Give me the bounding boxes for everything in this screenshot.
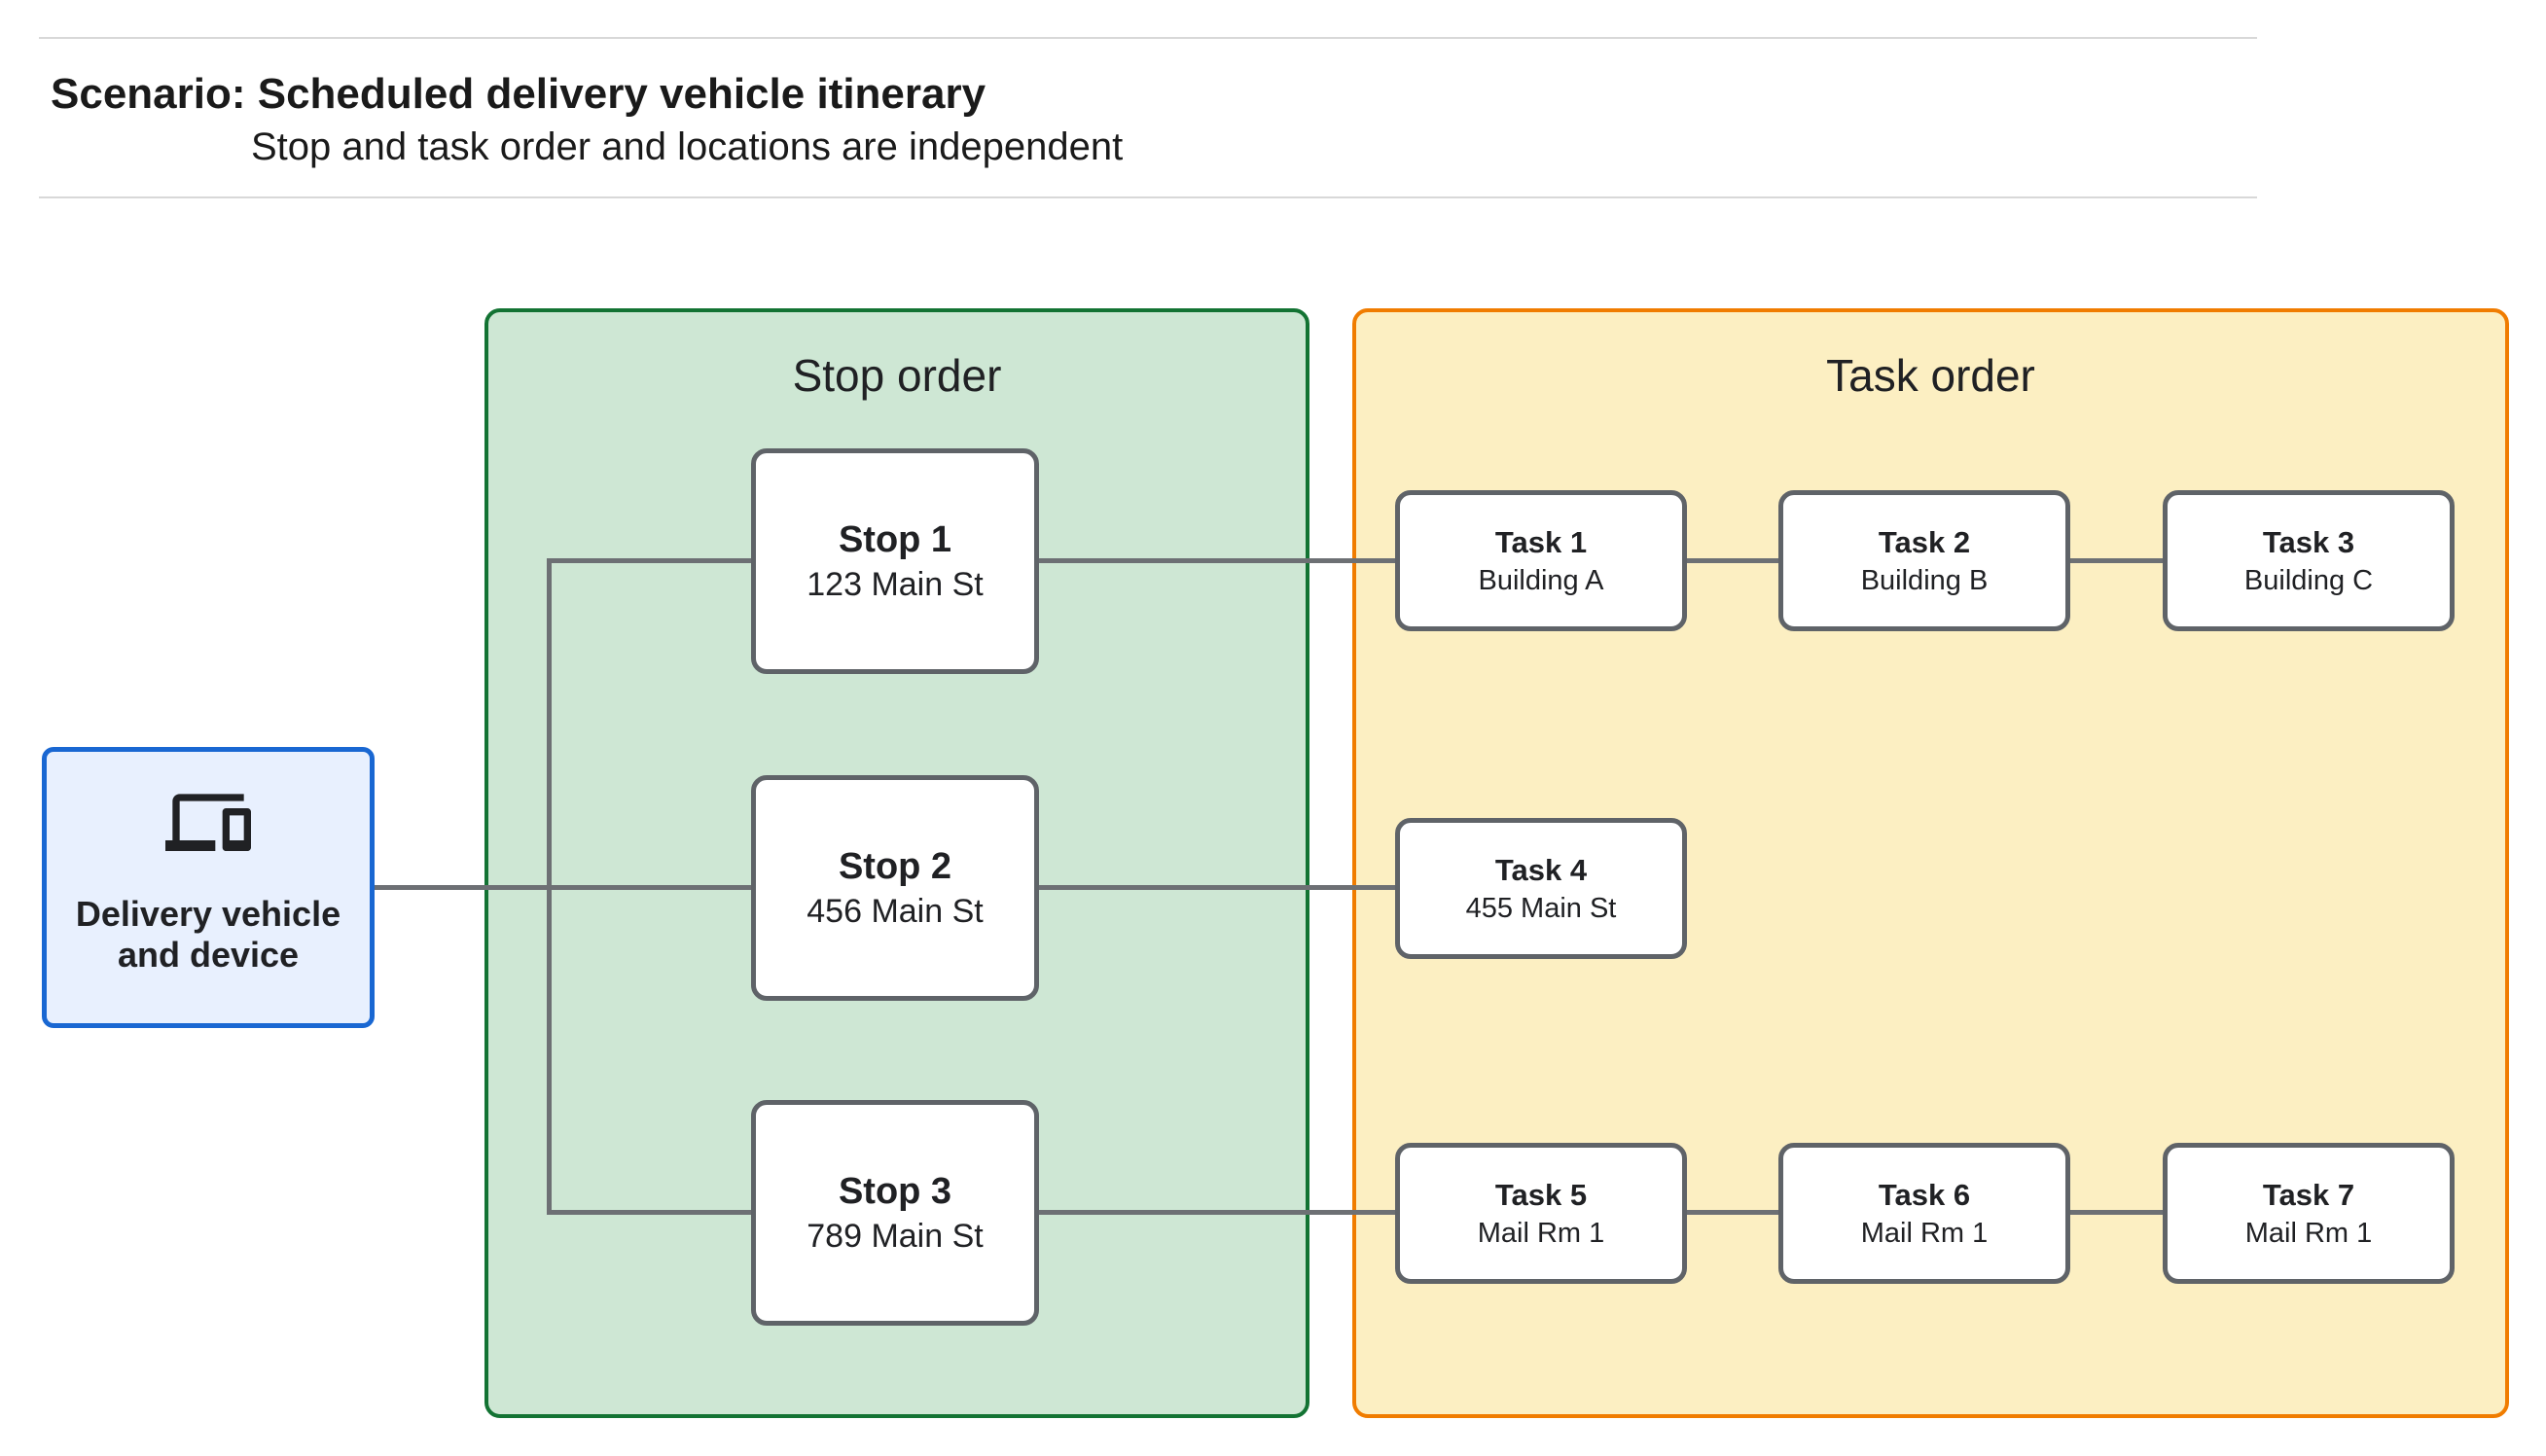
stop-name: Stop 1 — [838, 519, 952, 560]
stop-name: Stop 2 — [838, 846, 952, 887]
task-location: Building A — [1478, 564, 1604, 596]
task-location: Building C — [2243, 564, 2374, 596]
connector-stop2-to-task4 — [1039, 885, 1395, 890]
devices-icon — [165, 794, 251, 851]
connector-device-to-stop2 — [375, 885, 751, 890]
delivery-vehicle-label-line1: Delivery vehicle — [75, 894, 341, 934]
stop-order-panel-title: Stop order — [792, 350, 1002, 401]
delivery-vehicle-label-line2: and device — [117, 935, 300, 975]
stop-location: 456 Main St — [807, 893, 984, 930]
stop-node-3: Stop 3 789 Main St — [751, 1100, 1039, 1326]
delivery-vehicle-box: Delivery vehicle and device — [42, 747, 375, 1028]
task-name: Task 4 — [1494, 852, 1588, 887]
task-order-panel-title: Task order — [1826, 350, 2035, 401]
task-location: Mail Rm 1 — [1860, 1217, 1989, 1249]
connector-task2-to-task3 — [2070, 558, 2163, 563]
connector-trunk-vertical — [547, 558, 552, 1215]
task-name: Task 6 — [1878, 1177, 1971, 1212]
task-node-2: Task 2 Building B — [1778, 490, 2070, 631]
task-location: 455 Main St — [1465, 892, 1617, 924]
stop-location: 123 Main St — [807, 566, 984, 603]
connector-trunk-to-stop3 — [547, 1210, 751, 1215]
task-name: Task 1 — [1494, 524, 1588, 559]
connector-stop3-to-task5 — [1039, 1210, 1395, 1215]
header-divider-bottom — [39, 196, 2257, 198]
task-name: Task 3 — [2262, 524, 2355, 559]
connector-task6-to-task7 — [2070, 1210, 2163, 1215]
connector-task1-to-task2 — [1687, 558, 1778, 563]
connector-trunk-to-stop1 — [547, 558, 751, 563]
scenario-subtitle: Stop and task order and locations are in… — [251, 125, 1124, 168]
scenario-title: Scenario: Scheduled delivery vehicle iti… — [51, 70, 986, 118]
task-name: Task 5 — [1494, 1177, 1588, 1212]
delivery-vehicle-label: Delivery vehicle and device — [76, 894, 341, 976]
task-node-4: Task 4 455 Main St — [1395, 818, 1687, 959]
connector-task5-to-task6 — [1687, 1210, 1778, 1215]
task-node-6: Task 6 Mail Rm 1 — [1778, 1143, 2070, 1284]
task-node-5: Task 5 Mail Rm 1 — [1395, 1143, 1687, 1284]
task-node-7: Task 7 Mail Rm 1 — [2163, 1143, 2455, 1284]
task-name: Task 7 — [2262, 1177, 2355, 1212]
connector-stop1-to-task1 — [1039, 558, 1395, 563]
task-location: Mail Rm 1 — [1477, 1217, 1605, 1249]
stop-name: Stop 3 — [838, 1171, 952, 1212]
stop-node-1: Stop 1 123 Main St — [751, 448, 1039, 674]
task-location: Building B — [1860, 564, 1989, 596]
stop-location: 789 Main St — [807, 1218, 984, 1255]
task-name: Task 2 — [1878, 524, 1971, 559]
task-node-3: Task 3 Building C — [2163, 490, 2455, 631]
task-node-1: Task 1 Building A — [1395, 490, 1687, 631]
header-divider-top — [39, 37, 2257, 39]
task-location: Mail Rm 1 — [2244, 1217, 2373, 1249]
stop-node-2: Stop 2 456 Main St — [751, 775, 1039, 1001]
